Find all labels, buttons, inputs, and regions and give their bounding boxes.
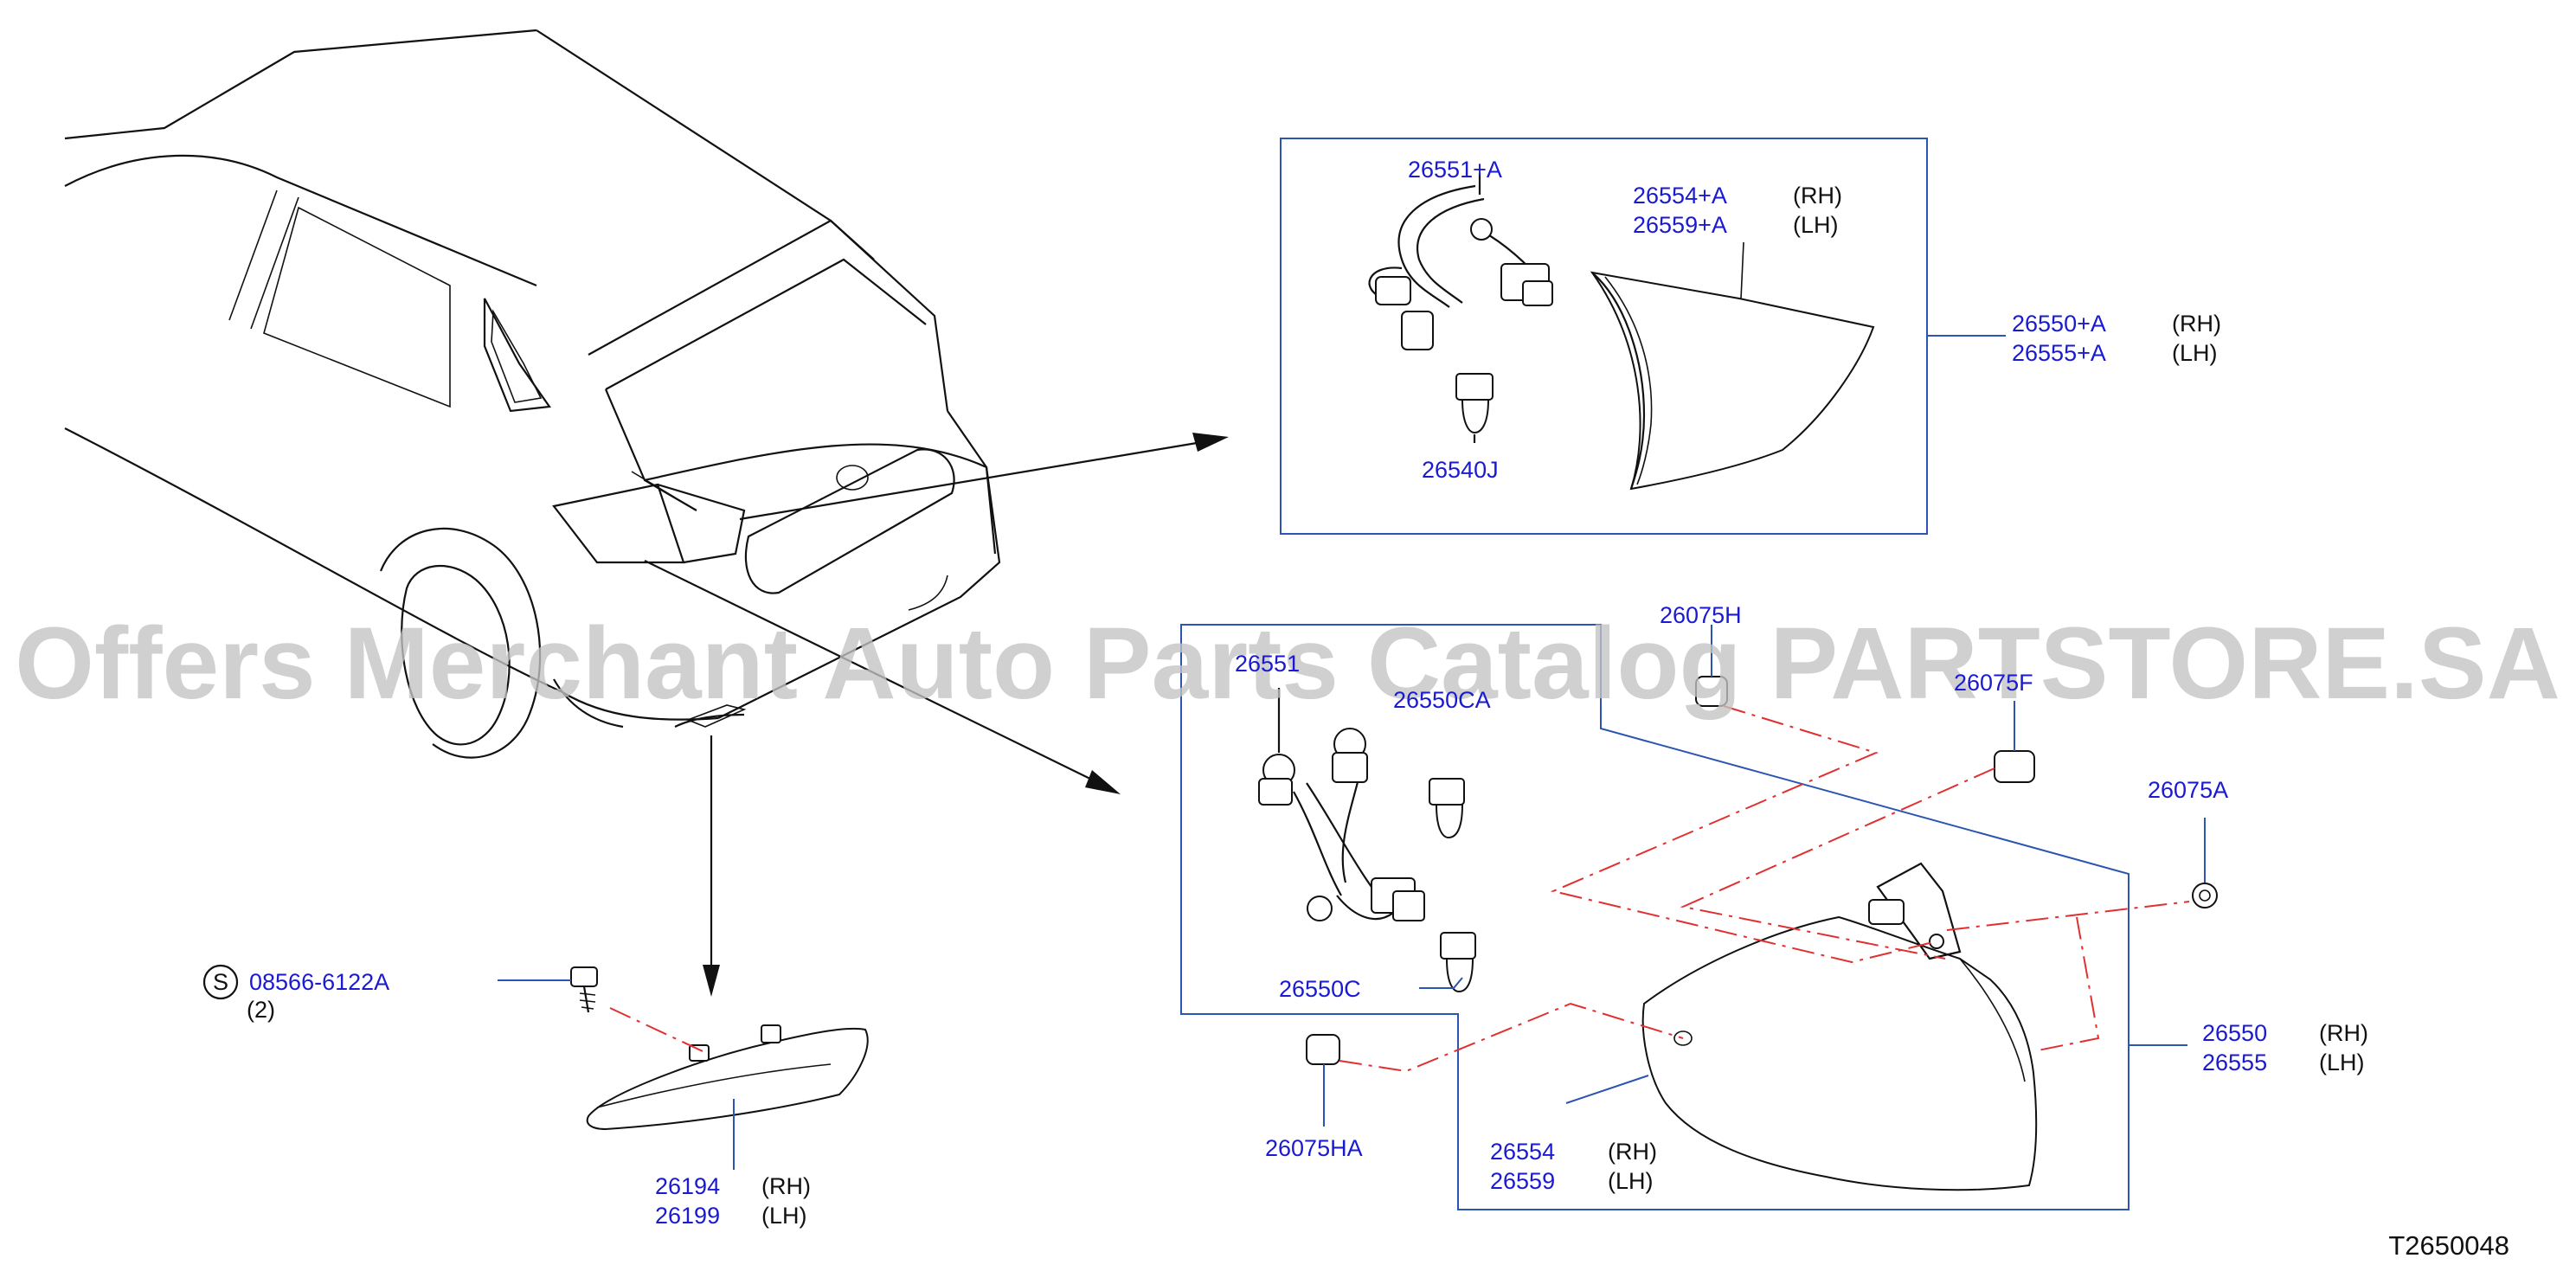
label-26075a[interactable]: 26075A [2148,777,2228,803]
label-26551a[interactable]: 26551+A [1408,157,1502,183]
label-26559a[interactable]: 26559+A [1633,212,1727,238]
grommet-26075h [1695,625,1728,707]
label-08566-6122a[interactable]: 08566-6122A [249,969,389,995]
label-26199-lh: (LH) [761,1203,807,1229]
diagram-code: T2650048 [2388,1230,2509,1261]
side-reflector-26194 [586,1007,869,1170]
label-26559-lh: (LH) [1608,1168,1654,1194]
bulb-26550ca [1429,778,1465,839]
label-26194-rh: (RH) [761,1173,811,1199]
label-26194[interactable]: 26194 [655,1173,720,1199]
label-26551[interactable]: 26551 [1235,651,1300,677]
part-labels: 26551+A 26554+A (RH) 26559+A (LH) 26550+… [202,157,2509,1261]
circle-s-symbol [202,964,239,1000]
label-26075ha[interactable]: 26075HA [1265,1135,1363,1161]
grommet-26075ha [1306,1034,1340,1127]
harness-26551 [1258,688,1425,921]
label-26555a[interactable]: 26555+A [2012,340,2106,366]
led-lamp-lens-26554a [1590,241,1875,491]
label-26559a-lh: (LH) [1793,212,1839,238]
bulb-tail-lamp-box [1180,624,2218,1210]
label-26550-rh: (RH) [2319,1020,2368,1046]
screw-08566 [498,966,598,1013]
label-26554-rh: (RH) [1608,1139,1657,1165]
callout-arrows [644,433,1229,997]
label-26540j[interactable]: 26540J [1422,457,1499,483]
clip-26075f [1994,701,2035,783]
label-quantity: (2) [247,997,275,1023]
label-26559[interactable]: 26559 [1490,1168,1555,1194]
tail-lamp-body-26554 [1565,862,2038,1191]
assembly-lines [1339,705,2190,1073]
nut-26075a [2192,818,2218,908]
label-26550[interactable]: 26550 [2202,1020,2267,1046]
bulb-26540j [1455,373,1494,443]
watermark-text: Offers Merchant Auto Parts Catalog PARTS… [15,607,2560,721]
bulb-26550c [1419,932,1476,993]
label-s: S [213,969,228,995]
label-26075h[interactable]: 26075H [1660,602,1742,628]
label-26554a-rh: (RH) [1793,183,1842,209]
harness-26551a [1368,173,1553,350]
label-26554[interactable]: 26554 [1490,1139,1555,1165]
vehicle-outline [64,29,1001,759]
label-26550a[interactable]: 26550+A [2012,311,2106,337]
label-26554a[interactable]: 26554+A [1633,183,1727,209]
label-26555a-lh: (LH) [2172,340,2218,366]
label-26550c[interactable]: 26550C [1279,976,1361,1002]
label-26199[interactable]: 26199 [655,1203,720,1229]
label-26555-lh: (LH) [2319,1050,2365,1075]
label-26550ca[interactable]: 26550CA [1393,687,1491,713]
label-26550a-rh: (RH) [2172,311,2221,337]
label-26075f[interactable]: 26075F [1954,670,2033,696]
label-26555[interactable]: 26555 [2202,1050,2267,1075]
led-tail-lamp-box [1280,138,2006,535]
